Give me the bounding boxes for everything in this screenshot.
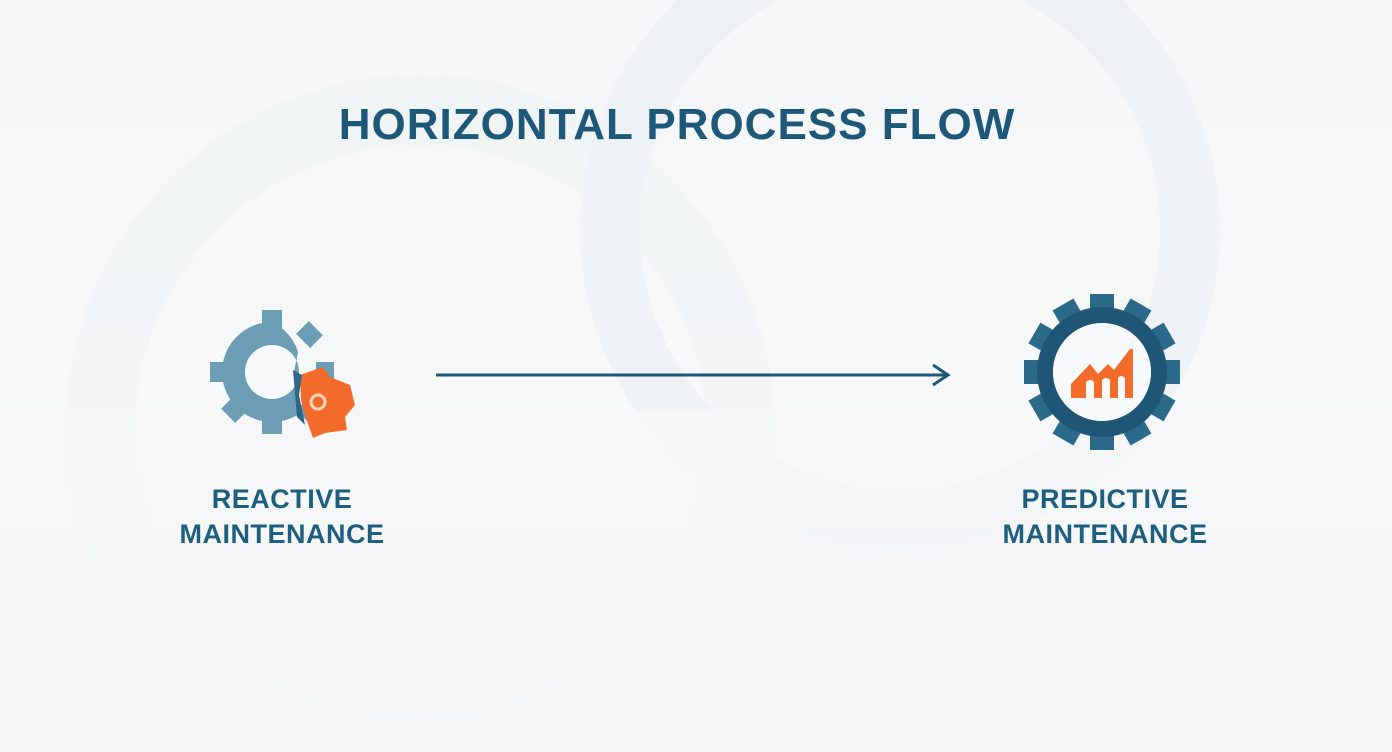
diagram-title: HORIZONTAL PROCESS FLOW (338, 100, 1016, 149)
step-label-line1: REACTIVE (211, 484, 353, 514)
step-label-predictive: PREDICTIVE MAINTENANCE (970, 482, 1240, 552)
gear-growth-chart-icon (1024, 294, 1180, 450)
step-label-reactive: REACTIVE MAINTENANCE (152, 482, 412, 552)
step-label-line2: MAINTENANCE (1002, 519, 1208, 549)
step-label-line2: MAINTENANCE (179, 519, 385, 549)
flow-arrow (436, 363, 951, 387)
broken-gear-icon (210, 310, 355, 438)
step-label-line1: PREDICTIVE (1021, 484, 1189, 514)
